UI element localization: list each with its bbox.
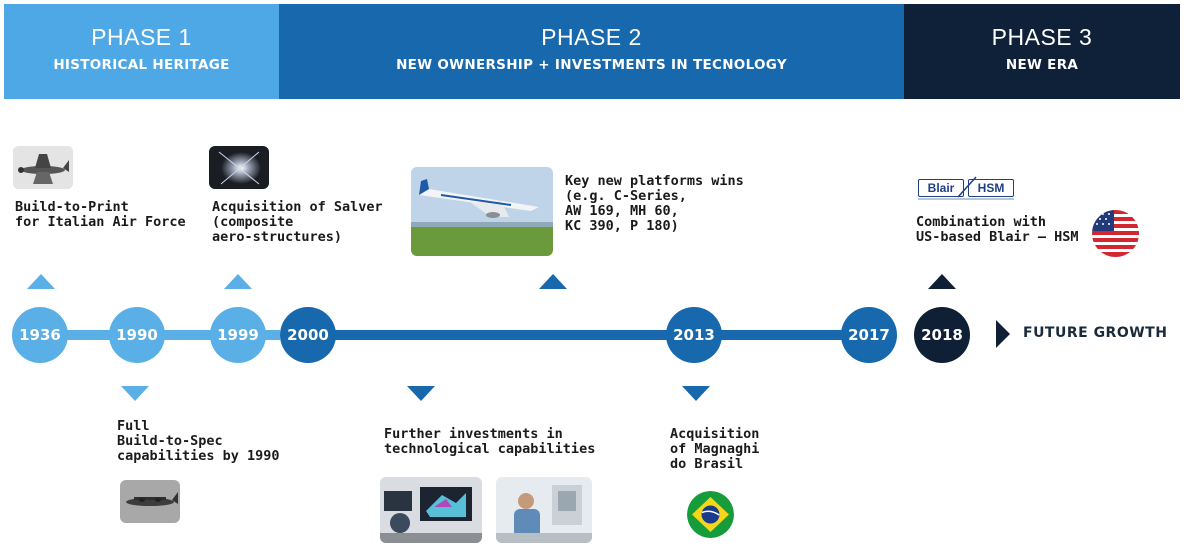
event-2018-text: Combination with US-based Blair – HSM bbox=[916, 214, 1079, 245]
pointer-up-icon bbox=[224, 274, 252, 289]
year-2000: 2000 bbox=[280, 307, 336, 363]
hsm-logo-text: HSM bbox=[968, 179, 1014, 197]
pointer-up-icon bbox=[539, 274, 567, 289]
brazil-flag-icon bbox=[687, 491, 734, 538]
logo-swoosh-icon bbox=[957, 176, 977, 198]
phase-1-header: PHASE 1 HISTORICAL HERITAGE bbox=[4, 4, 279, 99]
composite-structure-image bbox=[209, 146, 269, 189]
cad-workstation-image bbox=[380, 477, 482, 543]
phase-1-subtitle: HISTORICAL HERITAGE bbox=[53, 57, 230, 73]
phase-3-title: PHASE 3 bbox=[991, 24, 1093, 50]
year-1936: 1936 bbox=[12, 307, 68, 363]
event-1936-text: Build-to-Print for Italian Air Force bbox=[15, 199, 186, 230]
pointer-up-icon bbox=[27, 274, 55, 289]
event-1999-text: Acquisition of Salver (composite aero-st… bbox=[212, 199, 383, 245]
lab-technician-image bbox=[496, 477, 592, 543]
timeline-bar-phase2 bbox=[308, 330, 868, 340]
phase-2-subtitle: NEW OWNERSHIP + INVESTMENTS IN TECNOLOGY bbox=[396, 57, 787, 73]
year-2017: 2017 bbox=[841, 307, 897, 363]
us-flag-icon bbox=[1092, 210, 1139, 257]
pointer-up-icon bbox=[928, 274, 956, 289]
year-1990: 1990 bbox=[109, 307, 165, 363]
year-1999: 1999 bbox=[210, 307, 266, 363]
vintage-plane-image bbox=[13, 146, 73, 189]
phase-2-header: PHASE 2 NEW OWNERSHIP + INVESTMENTS IN T… bbox=[279, 4, 904, 99]
event-2013-text: Acquisition of Magnaghi do Brasil bbox=[670, 426, 760, 472]
event-platforms-text: Key new platforms wins (e.g. C-Series, A… bbox=[565, 173, 744, 234]
event-2000-text: Further investments in technological cap… bbox=[384, 426, 596, 457]
year-2013: 2013 bbox=[666, 307, 722, 363]
phase-2-title: PHASE 2 bbox=[541, 24, 642, 50]
pointer-down-icon bbox=[407, 386, 435, 401]
future-arrow-icon bbox=[996, 320, 1010, 348]
pointer-down-icon bbox=[682, 386, 710, 401]
phase-1-title: PHASE 1 bbox=[91, 24, 192, 50]
future-growth-label: FUTURE GROWTH bbox=[1023, 325, 1168, 341]
pointer-down-icon bbox=[121, 386, 149, 401]
year-2018: 2018 bbox=[914, 307, 970, 363]
transport-plane-image bbox=[120, 480, 180, 523]
blair-hsm-logo: Blair HSM bbox=[918, 175, 1016, 205]
phase-3-header: PHASE 3 NEW ERA bbox=[904, 4, 1180, 99]
event-1990-text: Full Build-to-Spec capabilities by 1990 bbox=[117, 418, 280, 464]
phase-3-subtitle: NEW ERA bbox=[1005, 57, 1079, 73]
cs100-airplane-image bbox=[411, 167, 553, 256]
blair-logo-text: Blair bbox=[918, 179, 964, 197]
